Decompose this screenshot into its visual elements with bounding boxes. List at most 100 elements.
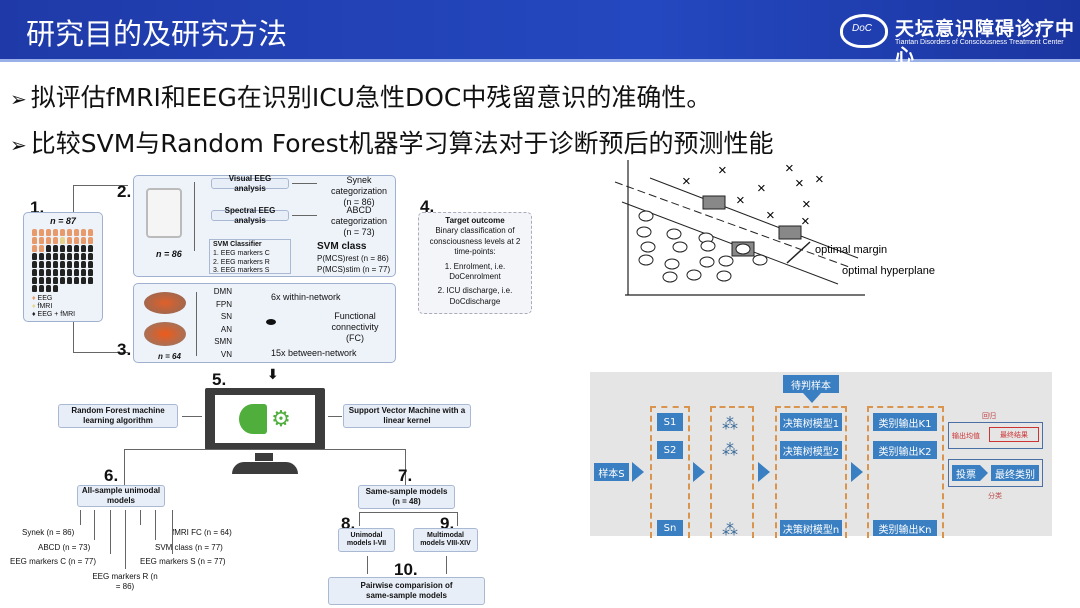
participant-icon (88, 253, 93, 260)
tree-icon: ⁂ (722, 522, 738, 539)
network-label-vn: VN (220, 349, 232, 359)
connector-line (155, 510, 156, 540)
class-x-point: × (802, 196, 811, 213)
participant-icon (88, 269, 93, 276)
step-number: 6. (104, 466, 119, 485)
bullet-2: ➢比较SVM与Random Forest机器学习算法对于诊断预后的预测性能 (10, 124, 773, 160)
participant-icon (81, 269, 86, 276)
participant-icon (39, 245, 44, 252)
participant-icon (81, 245, 86, 252)
class-o-point (735, 243, 751, 255)
class-o-point (664, 258, 680, 270)
participant-icon (46, 261, 51, 268)
classification-label: 分类 (988, 493, 1002, 500)
within-network-label: 6x within-network (271, 292, 341, 302)
participant-icon (46, 269, 51, 276)
eeg-n: n = 86 (156, 249, 182, 259)
participant-icon (74, 245, 79, 252)
model-label: EEG markers R (n = 86) (92, 572, 158, 591)
participant-icon (39, 269, 44, 276)
participant-icon (53, 277, 58, 284)
model-label: EEG markers S (n = 77) (140, 557, 226, 566)
participant-icon (32, 237, 37, 244)
fmri-n: n = 64 (158, 352, 181, 361)
unimodal-models-box: Unimodal models I-VII (338, 528, 395, 552)
pending-sample-box: 待判样本 (783, 375, 839, 393)
model-label: fMRI FC (n = 64) (172, 528, 232, 537)
network-label-dmn: DMN (213, 287, 232, 296)
mean-output-label: 输出均值 (952, 433, 980, 440)
decision-tree-box: 决策树模型1 (780, 413, 842, 431)
network-label-smn: SMN (214, 337, 232, 346)
class-x-point: × (815, 171, 824, 188)
visual-eeg-box: Visual EEG analysis (211, 174, 289, 193)
tree-icon: ⁂ (722, 442, 738, 459)
participant-icon (81, 261, 86, 268)
logo-mark-text: DoC (852, 23, 873, 34)
participant-icon (67, 261, 72, 268)
class-o-point (718, 255, 734, 267)
class-o-point (666, 228, 682, 240)
arrow-down-icon: ⬇ (267, 366, 279, 382)
class-x-point: × (766, 207, 775, 224)
participant-icon (67, 277, 72, 284)
participant-icon (53, 269, 58, 276)
participant-icon (46, 229, 51, 236)
participant-icon (67, 253, 72, 260)
class-o-point (672, 241, 688, 253)
tree-icon: ⁂ (722, 416, 738, 433)
decision-tree-box: 决策树模型n (780, 520, 842, 536)
class-o-point (686, 269, 702, 281)
arrow-right-icon (693, 462, 705, 482)
connector-line (94, 510, 95, 540)
connector-line (110, 510, 111, 554)
arrow-bullet-icon: ➢ (10, 133, 27, 157)
participant-icon (60, 245, 65, 252)
participant-icon (39, 277, 44, 284)
eeg-device-icon (146, 188, 182, 238)
class-x-point: × (757, 180, 766, 197)
connector-line (172, 510, 173, 554)
participant-icon (74, 229, 79, 236)
class-output-box: 类别输出K1 (873, 413, 937, 431)
final-result-box: 最终结果 (989, 427, 1039, 442)
participant-icon (32, 269, 37, 276)
random-forest-diagram: 待判样本 样本S S1 S2 Sn ⁂ ⁂ ⁂ 决策树模型1 决策树模型2 决策… (590, 372, 1052, 539)
model-label: SVM class (n = 77) (155, 543, 223, 552)
regression-box: 输出均值 最终结果 (948, 422, 1043, 449)
participant-icon (88, 237, 93, 244)
step-number: 5. (212, 370, 227, 389)
class-o-point (662, 271, 678, 283)
class-o-point (716, 270, 732, 282)
participant-icon (81, 237, 86, 244)
cohort-n: n = 87 (50, 216, 76, 226)
participant-icon (67, 245, 72, 252)
subset-box: Sn (657, 520, 683, 536)
class-o-point (638, 210, 654, 222)
participant-icons (32, 229, 98, 292)
class-x-point: × (801, 213, 810, 230)
spectral-eeg-box: Spectral EEG analysis (211, 206, 289, 225)
participant-icon (74, 237, 79, 244)
class-o-point (638, 254, 654, 266)
participant-icon (32, 245, 37, 252)
logo-icon: DoC (840, 14, 888, 48)
participant-icon (46, 285, 51, 292)
participant-icon (46, 253, 51, 260)
class-x-point: × (718, 162, 727, 179)
svm-hyperplane-illustration: ×××××××××× optimal margin optimal hyperp… (614, 160, 935, 296)
network-label-an: AN (220, 324, 232, 334)
arrow-right-icon (851, 462, 863, 482)
class-output-box: 类别输出K2 (873, 441, 937, 459)
class-o-point (699, 256, 715, 268)
subset-box: S1 (657, 413, 683, 431)
p-mcs-rest: P(MCS)rest (n = 86) (317, 254, 389, 263)
hub-node (266, 319, 276, 325)
participant-icon (60, 237, 65, 244)
participant-icon (60, 277, 65, 284)
arrow-right-icon (632, 462, 644, 482)
connector-line (80, 510, 81, 525)
participant-icon (53, 261, 58, 268)
